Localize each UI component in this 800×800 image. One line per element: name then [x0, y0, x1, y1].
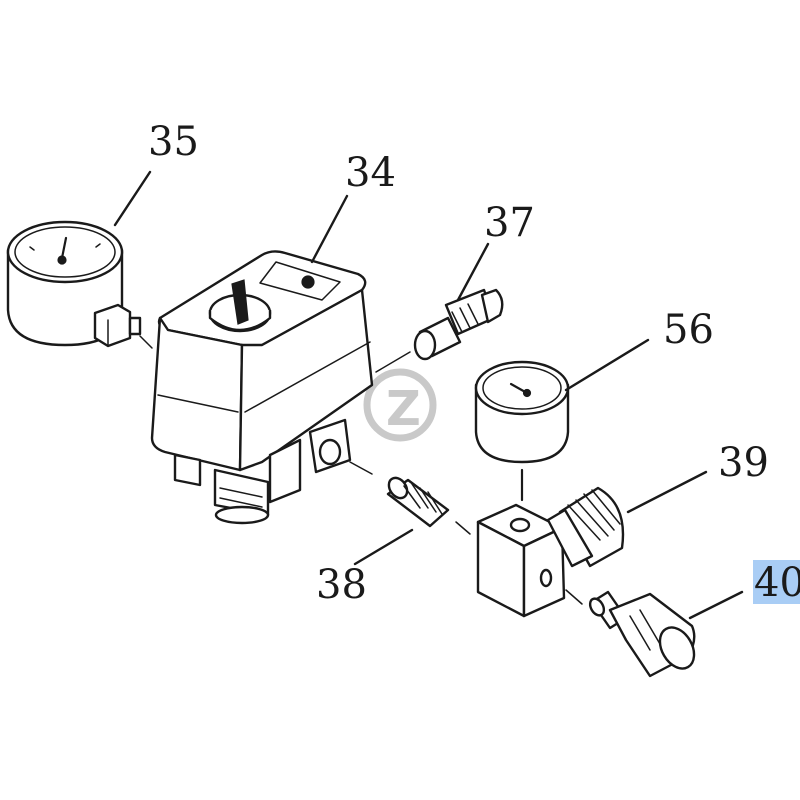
selection-highlight [753, 560, 800, 604]
part-label-40: 40 [754, 560, 800, 606]
leader-34 [310, 194, 349, 264]
leader-35 [113, 170, 152, 227]
part-label-35: 35 [148, 119, 199, 165]
pressure-regulator [476, 486, 625, 618]
leader-39 [626, 470, 708, 514]
watermark-logo: Z [363, 368, 437, 442]
leader-lines [113, 170, 744, 620]
leader-38 [353, 528, 414, 566]
pressure-gauge-large [6, 220, 153, 349]
leader-56 [564, 338, 650, 392]
part-label-39: 39 [718, 440, 769, 486]
leader-37 [456, 242, 490, 302]
quick-coupler [588, 590, 696, 678]
leader-40 [688, 590, 744, 620]
pressure-gauge-small [474, 360, 570, 502]
part-label-37: 37 [484, 200, 535, 246]
check-valve-fitting [375, 288, 504, 373]
part-label-38: 38 [316, 562, 367, 608]
part-label-56: 56 [663, 307, 714, 353]
watermark-letter: Z [386, 381, 421, 437]
pressure-switch [150, 250, 374, 525]
part-label-34: 34 [345, 150, 396, 196]
threaded-nipple [386, 476, 471, 535]
